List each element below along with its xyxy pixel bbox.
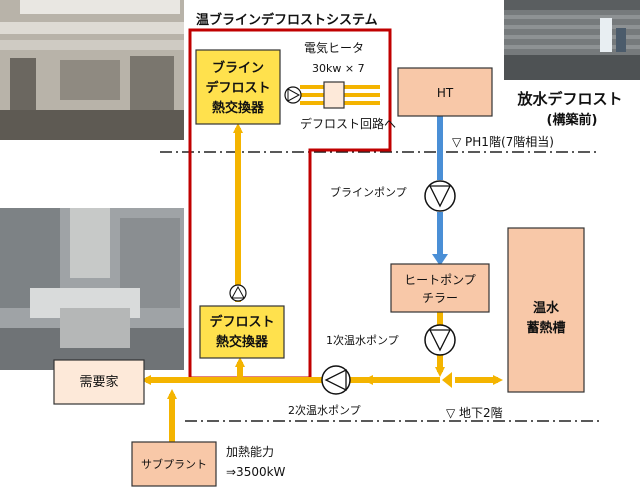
- heater-rating-label: 30kw × 7: [312, 62, 365, 75]
- heat-pump-label-2: チラー: [422, 291, 458, 305]
- brine-exchanger-label-3: 熱交換器: [212, 100, 265, 116]
- to-defrost-circuit-label: デフロスト回路へ: [300, 116, 396, 131]
- basement-floor-label: ▽ 地下2階: [446, 405, 503, 420]
- photo-water-defrost: [504, 0, 640, 80]
- sub-plant-box: [131, 441, 217, 487]
- brine-exchanger-label-1: ブライン: [212, 60, 264, 76]
- ph1-floor-label: ▽ PH1階(7階相当): [452, 134, 554, 149]
- ht-box: [397, 67, 493, 117]
- consumer-box: [53, 359, 145, 405]
- brine-defrost-exchanger-box: [195, 49, 281, 125]
- heat-pump-label-1: ヒートポンプ: [404, 273, 476, 287]
- heat-pump-chiller-box: [390, 263, 490, 313]
- hot-water-tank-box: [507, 227, 585, 393]
- photo-pipe-gallery-art: [0, 0, 184, 140]
- electric-heater-icon: [323, 81, 345, 109]
- water-defrost-label: 放水デフロスト: [516, 90, 622, 108]
- ht-label: HT: [437, 86, 454, 100]
- secondary-hot-water-pump-symbol: [321, 365, 351, 395]
- brine-exchanger-label-2: デフロスト: [205, 80, 270, 96]
- before-construction-label: (構築前): [547, 112, 598, 128]
- secondary-pump-label: 2次温水ポンプ: [288, 403, 361, 417]
- primary-hot-water-pump-symbol: [424, 324, 456, 356]
- photo-plant-room-art: [0, 208, 184, 370]
- photo-plant-room: [0, 208, 184, 370]
- primary-pump-label: 1次温水ポンプ: [326, 333, 399, 347]
- brine-pump-symbol: [424, 180, 456, 212]
- brine-piping: [432, 116, 448, 266]
- defrost-exchanger-label-1: デフロスト: [209, 314, 274, 330]
- hot-water-tank-label-2: 蓄熱槽: [526, 320, 565, 336]
- electric-heater-label: 電気ヒータ: [304, 40, 364, 55]
- defrost-exchanger-box: [199, 305, 285, 359]
- brine-line-arrowhead: [432, 254, 448, 266]
- heating-capacity-label: 加熱能力: [226, 445, 274, 459]
- capacity-value-label: ⇒3500kW: [226, 465, 286, 479]
- heater-circuit-pump-symbol: [284, 86, 302, 104]
- defrost-circuit-pump-symbol: [229, 284, 247, 302]
- sub-plant-label: サブプラント: [141, 457, 207, 471]
- brine-pump-label: ブラインポンプ: [330, 185, 407, 199]
- photo-pipe-gallery: [0, 0, 184, 140]
- hot-water-piping: [141, 85, 503, 442]
- photo-water-defrost-art: [504, 0, 640, 80]
- defrost-exchanger-label-2: 熱交換器: [216, 334, 269, 350]
- junction-tank-left-arrowhead: [442, 372, 452, 388]
- hot-water-tank-label-1: 温水: [533, 300, 560, 316]
- system-title: 温ブラインデフロストシステム: [196, 12, 378, 28]
- consumer-label: 需要家: [79, 374, 118, 390]
